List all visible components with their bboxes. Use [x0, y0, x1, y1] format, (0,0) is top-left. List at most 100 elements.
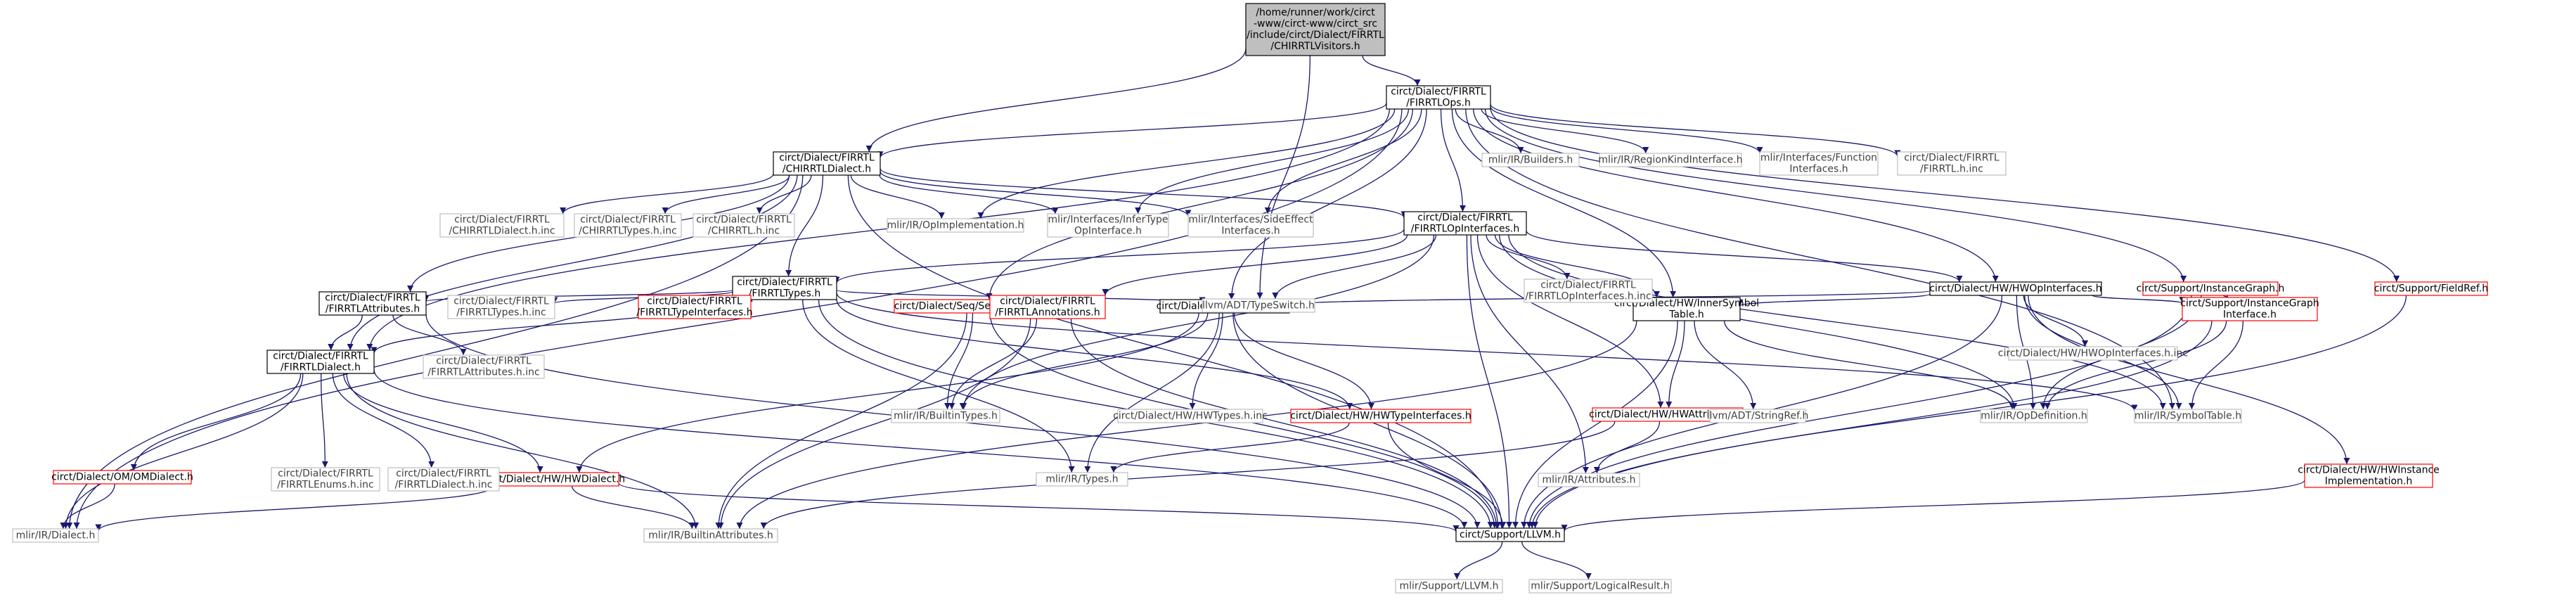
node-label-line: /CHIRRTLDialect.h: [783, 164, 871, 175]
node-box[interactable]: [1599, 153, 1742, 167]
node-box[interactable]: [53, 470, 192, 485]
node-box[interactable]: [574, 213, 682, 238]
node-hwdialect[interactable]: circt/Dialect/HW/HWDialect.h: [482, 472, 625, 487]
node-box[interactable]: [271, 467, 380, 492]
edge-arrow: [756, 174, 812, 214]
edge-instancegraphinterface-to-supportllvm: [1528, 320, 2213, 529]
node-box[interactable]: [1047, 213, 1169, 238]
node-box[interactable]: [1455, 527, 1565, 542]
node-box[interactable]: [2008, 346, 2178, 361]
node-mlirtypes[interactable]: mlir/IR/Types.h: [1036, 472, 1128, 487]
node-box[interactable]: [2134, 409, 2242, 423]
node-firrtlattributeshinc[interactable]: circt/Dialect/FIRRTL/FIRRTLAttributes.h.…: [423, 354, 545, 379]
node-hwtypeinterfaces[interactable]: circt/Dialect/HW/HWTypeInterfaces.h: [1290, 409, 1471, 423]
node-box[interactable]: [2374, 281, 2488, 296]
edge-hwtypes-to-mlirtypes: [1084, 312, 1220, 473]
node-mliropimpl[interactable]: mlir/IR/OpImplementation.h: [887, 218, 1024, 233]
node-firrtlopinterfaceshinc[interactable]: circt/Dialect/FIRRTL/FIRRTLOpInterfaces.…: [1524, 278, 1653, 303]
node-firrtlopinterfaces[interactable]: circt/Dialect/FIRRTL/FIRRTLOpInterfaces.…: [1403, 211, 1527, 236]
node-box[interactable]: [439, 213, 565, 238]
node-firrtltypeshinc[interactable]: circt/Dialect/FIRRTL/FIRRTLTypes.h.inc: [447, 295, 555, 319]
node-box[interactable]: [1929, 281, 2102, 296]
node-hwopinterfaceshinc[interactable]: circt/Dialect/HW/HWOpInterfaces.h.inc: [1998, 346, 2188, 361]
node-box[interactable]: [387, 467, 500, 492]
node-box[interactable]: [989, 295, 1106, 319]
node-hwopinterfaces[interactable]: circt/Dialect/HW/HWOpInterfaces.h: [1929, 281, 2102, 296]
node-box[interactable]: [1395, 579, 1503, 594]
node-supportllvm[interactable]: circt/Support/LLVM.h: [1455, 527, 1565, 542]
node-box[interactable]: [1528, 579, 1672, 594]
node-box[interactable]: [1709, 409, 1806, 423]
node-box[interactable]: [1897, 151, 2007, 176]
node-box[interactable]: [1980, 409, 2088, 423]
node-mliropdefinition[interactable]: mlir/IR/OpDefinition.h: [1980, 409, 2088, 423]
node-box[interactable]: [1036, 472, 1128, 487]
node-mlirdialect[interactable]: mlir/IR/Dialect.h: [12, 528, 99, 543]
node-box[interactable]: [773, 151, 881, 176]
node-label-line: circt/Support/InstanceGraph.h: [2137, 283, 2285, 295]
node-root[interactable]: /home/runner/work/circt-www/circt-www/ci…: [1245, 3, 1386, 56]
node-box[interactable]: [2304, 463, 2433, 488]
node-firrtlops[interactable]: circt/Dialect/FIRRTL/FIRRTLOps.h: [1386, 85, 1491, 110]
node-firrtlenumshinc[interactable]: circt/Dialect/FIRRTL/FIRRTLEnums.h.inc: [271, 467, 380, 492]
node-box[interactable]: [1481, 153, 1580, 167]
node-box[interactable]: [693, 213, 795, 238]
node-box[interactable]: [1117, 409, 1263, 423]
node-llvmstringref[interactable]: llvm/ADT/StringRef.h: [1707, 409, 1809, 423]
node-box[interactable]: [318, 291, 427, 316]
node-mlirbuiltintypes[interactable]: mlir/IR/BuiltinTypes.h: [891, 409, 1000, 423]
node-box[interactable]: [638, 295, 752, 319]
node-firrtldialecthinc[interactable]: circt/Dialect/FIRRTL/FIRRTLDialect.h.inc: [387, 467, 500, 492]
node-mlirlogicalresult[interactable]: mlir/Support/LogicalResult.h: [1528, 579, 1672, 594]
node-firrtlannotations[interactable]: circt/Dialect/FIRRTL/FIRRTLAnnotations.h: [989, 295, 1106, 319]
node-llvmtypeswitch[interactable]: llvm/ADT/TypeSwitch.h: [1202, 298, 1315, 313]
node-fieldref[interactable]: circt/Support/FieldRef.h: [2374, 281, 2488, 296]
node-chirrtlhinc[interactable]: circt/Dialect/FIRRTL/CHIRRTL.h.inc: [693, 213, 795, 238]
node-box[interactable]: [887, 218, 1024, 233]
node-box[interactable]: [1524, 278, 1653, 303]
node-box[interactable]: [447, 295, 555, 319]
node-mlirregionkind[interactable]: mlir/IR/RegionKindInterface.h: [1598, 153, 1743, 167]
node-box[interactable]: [1403, 211, 1527, 236]
node-box[interactable]: [2182, 297, 2318, 321]
node-hwtypeshinc[interactable]: circt/Dialect/HW/HWTypes.h.inc: [1113, 409, 1268, 423]
node-label-line: mlir/IR/OpImplementation.h: [887, 220, 1024, 231]
node-label-line: circt/Dialect/FIRRTL: [1417, 212, 1513, 224]
node-mlirsymboltable[interactable]: mlir/IR/SymbolTable.h: [2134, 409, 2242, 423]
node-box[interactable]: [423, 354, 545, 379]
node-box[interactable]: [1759, 151, 1879, 176]
node-box[interactable]: [1245, 3, 1386, 56]
edge-arrow: [1512, 320, 1678, 529]
node-firrtlhinc[interactable]: circt/Dialect/FIRRTL/FIRRTL.h.inc: [1897, 151, 2007, 176]
edge-arrow: [423, 289, 733, 302]
node-mlirbuilders[interactable]: mlir/IR/Builders.h: [1481, 153, 1580, 167]
node-instancegraph[interactable]: circt/Support/InstanceGraph.h: [2137, 281, 2285, 296]
node-hwinstanceimpl[interactable]: circt/Dialect/HW/HWInstanceImplementatio…: [2298, 463, 2440, 488]
node-box[interactable]: [12, 528, 99, 543]
node-box[interactable]: [266, 350, 375, 374]
node-mlirattributes[interactable]: mlir/IR/Attributes.h: [1538, 473, 1640, 487]
node-box[interactable]: [2142, 281, 2279, 296]
node-hwattributes[interactable]: circt/Dialect/HW/HWAttributes.h: [1589, 407, 1746, 422]
node-omdialect[interactable]: circt/Dialect/OM/OMDialect.h: [51, 470, 193, 485]
node-box[interactable]: [1187, 213, 1314, 238]
node-chirrtldialecthinc[interactable]: circt/Dialect/FIRRTL/CHIRRTLDialect.h.in…: [439, 213, 565, 238]
node-box[interactable]: [643, 528, 778, 543]
node-mlirbuiltinattributes[interactable]: mlir/IR/BuiltinAttributes.h: [643, 528, 778, 543]
node-box[interactable]: [1290, 409, 1471, 423]
node-box[interactable]: [1386, 85, 1491, 110]
node-box[interactable]: [1202, 298, 1315, 313]
node-chirrtldialect[interactable]: circt/Dialect/FIRRTL/CHIRRTLDialect.h: [773, 151, 881, 176]
node-box[interactable]: [891, 409, 1000, 423]
node-box[interactable]: [1538, 473, 1640, 487]
node-firrtltypeinterfaces[interactable]: circt/Dialect/FIRRTL/FIRRTLTypeInterface…: [636, 295, 753, 319]
node-firrtldialect[interactable]: circt/Dialect/FIRRTL/FIRRTLDialect.h: [266, 350, 375, 374]
node-firrtlattributes[interactable]: circt/Dialect/FIRRTL/FIRRTLAttributes.h: [318, 291, 427, 316]
edge-arrow: [1694, 320, 1757, 410]
node-mlirsupportllvm[interactable]: mlir/Support/LLVM.h: [1395, 579, 1503, 594]
node-chirrtltypeshinc[interactable]: circt/Dialect/FIRRTL/CHIRRTLTypes.h.inc: [574, 213, 682, 238]
